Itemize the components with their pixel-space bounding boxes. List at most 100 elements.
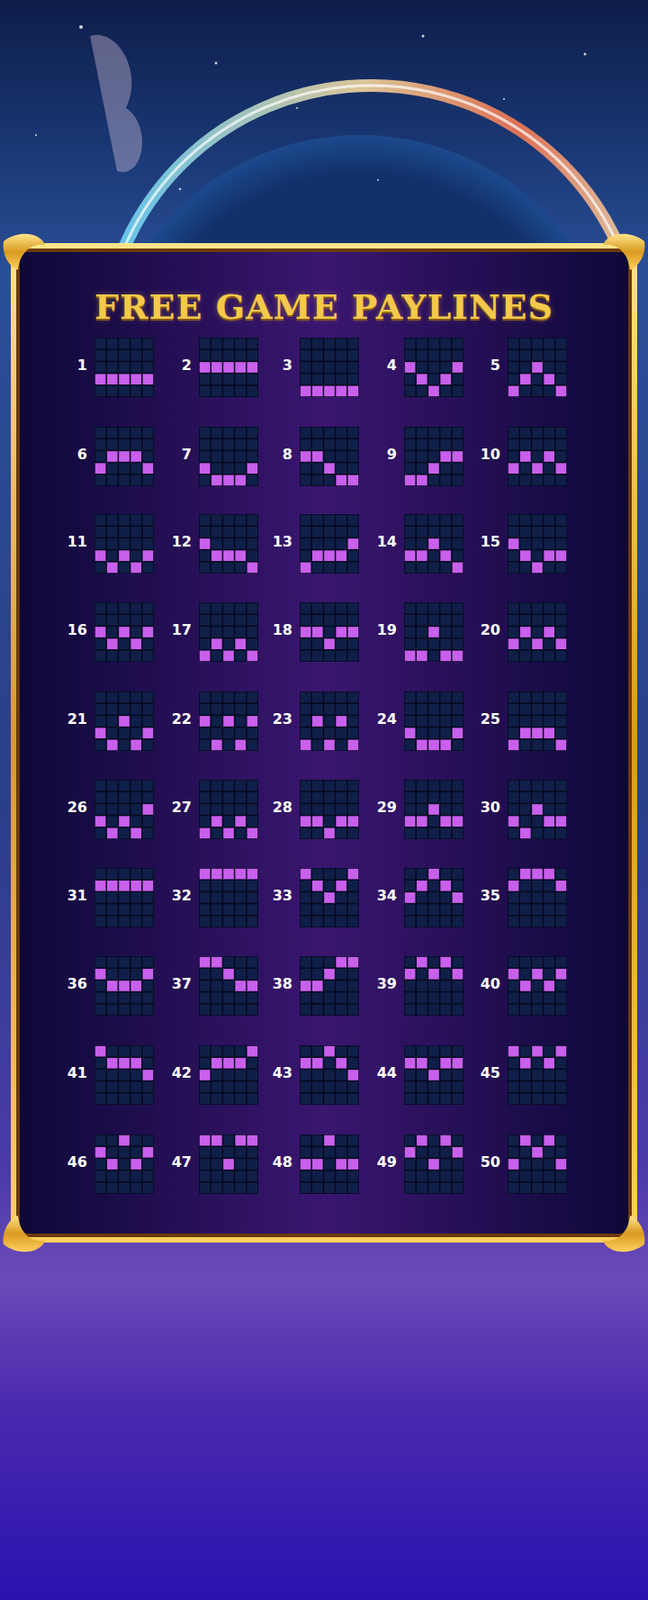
grid-cell	[247, 338, 259, 350]
grid-cell	[247, 538, 259, 549]
active-cell	[199, 868, 211, 880]
grid-cell	[556, 614, 567, 626]
grid-cell	[312, 650, 324, 662]
grid-cell	[199, 626, 211, 638]
payline-grid	[507, 1044, 567, 1105]
grid-cell	[405, 828, 416, 839]
active-cell	[531, 1045, 543, 1057]
payline-grid	[507, 602, 567, 662]
grid-cell	[520, 956, 531, 968]
grid-cell	[223, 692, 234, 703]
grid-cell	[143, 891, 154, 903]
grid-cell	[247, 815, 259, 827]
grid-cell	[531, 350, 543, 361]
grid-cell	[543, 526, 555, 538]
grid-cell	[543, 650, 555, 662]
payline-grid	[94, 602, 154, 662]
grid-cell	[118, 650, 130, 662]
active-cell	[531, 727, 543, 738]
active-cell	[223, 715, 234, 727]
active-cell	[130, 980, 142, 991]
grid-cell	[416, 916, 428, 927]
grid-cell	[107, 903, 118, 915]
payline-number: 20	[468, 621, 501, 639]
grid-cell	[335, 350, 347, 361]
active-cell	[312, 450, 324, 462]
payline-grid	[94, 426, 154, 486]
grid-cell	[416, 1069, 428, 1080]
grid-frame	[404, 867, 464, 927]
grid-cell	[300, 991, 312, 1003]
grid-cell	[107, 715, 118, 727]
grid-cell	[452, 739, 464, 751]
active-cell	[335, 880, 347, 891]
grid-cell	[234, 650, 246, 662]
payline-number: 26	[54, 798, 88, 817]
grid-cell	[428, 727, 440, 738]
grid-cell	[416, 1146, 428, 1158]
grid-cell	[416, 703, 428, 715]
grid-cell	[211, 780, 223, 792]
grid-cell	[199, 891, 211, 903]
grid-frame	[198, 426, 259, 486]
grid-cell	[531, 880, 543, 891]
grid-cell	[335, 1004, 347, 1016]
grid-cell	[95, 980, 107, 991]
grid-cell	[556, 650, 567, 662]
grid-cell	[107, 792, 118, 803]
payline-grid	[94, 1134, 154, 1194]
grid-cell	[143, 338, 154, 350]
grid-cell	[211, 1158, 223, 1170]
grid-cell	[247, 1069, 259, 1080]
grid-cell	[543, 475, 555, 486]
grid-cell	[520, 514, 531, 526]
grid-cell	[107, 727, 118, 738]
grid-cell	[199, 450, 211, 462]
grid-cell	[312, 1080, 324, 1092]
payline-number: 25	[468, 710, 501, 729]
grid-cell	[143, 475, 154, 486]
grid-cell	[531, 980, 543, 991]
grid-cell	[199, 1004, 211, 1016]
grid-cell	[223, 1170, 234, 1181]
grid-cell	[531, 450, 543, 462]
grid-cell	[223, 427, 234, 439]
grid-cell	[95, 526, 107, 538]
grid-cell	[335, 439, 347, 450]
grid-cell	[428, 549, 440, 561]
active-cell	[211, 868, 223, 880]
grid-cell	[428, 903, 440, 915]
active-cell	[324, 1134, 335, 1146]
active-cell	[335, 1057, 347, 1069]
grid-cell	[247, 373, 259, 385]
grid-cell	[247, 916, 259, 927]
grid-cell	[312, 638, 324, 649]
grid-cell	[452, 1080, 464, 1092]
payline-number: 6	[54, 445, 88, 464]
grid-cell	[405, 439, 416, 450]
grid-cell	[405, 692, 416, 703]
active-cell	[143, 803, 154, 815]
grid-cell	[520, 350, 531, 361]
grid-cell	[508, 427, 520, 439]
grid-cell	[543, 903, 555, 915]
grid-cell	[130, 538, 142, 549]
payline-grid	[299, 955, 360, 1016]
payline-number: 49	[364, 1152, 397, 1171]
payline-grid	[198, 1044, 259, 1105]
active-cell	[211, 475, 223, 486]
active-cell	[520, 450, 531, 462]
grid-cell	[130, 350, 142, 361]
grid-cell	[440, 350, 451, 361]
grid-cell	[416, 514, 428, 526]
grid-cell	[416, 968, 428, 980]
payline-grid	[299, 602, 360, 662]
grid-cell	[543, 350, 555, 361]
active-cell	[543, 626, 555, 638]
grid-cell	[348, 903, 360, 915]
grid-cell	[234, 780, 246, 792]
grid-cell	[118, 462, 130, 474]
grid-cell	[520, 1182, 531, 1194]
grid-cell	[405, 1170, 416, 1181]
grid-cell	[312, 891, 324, 903]
